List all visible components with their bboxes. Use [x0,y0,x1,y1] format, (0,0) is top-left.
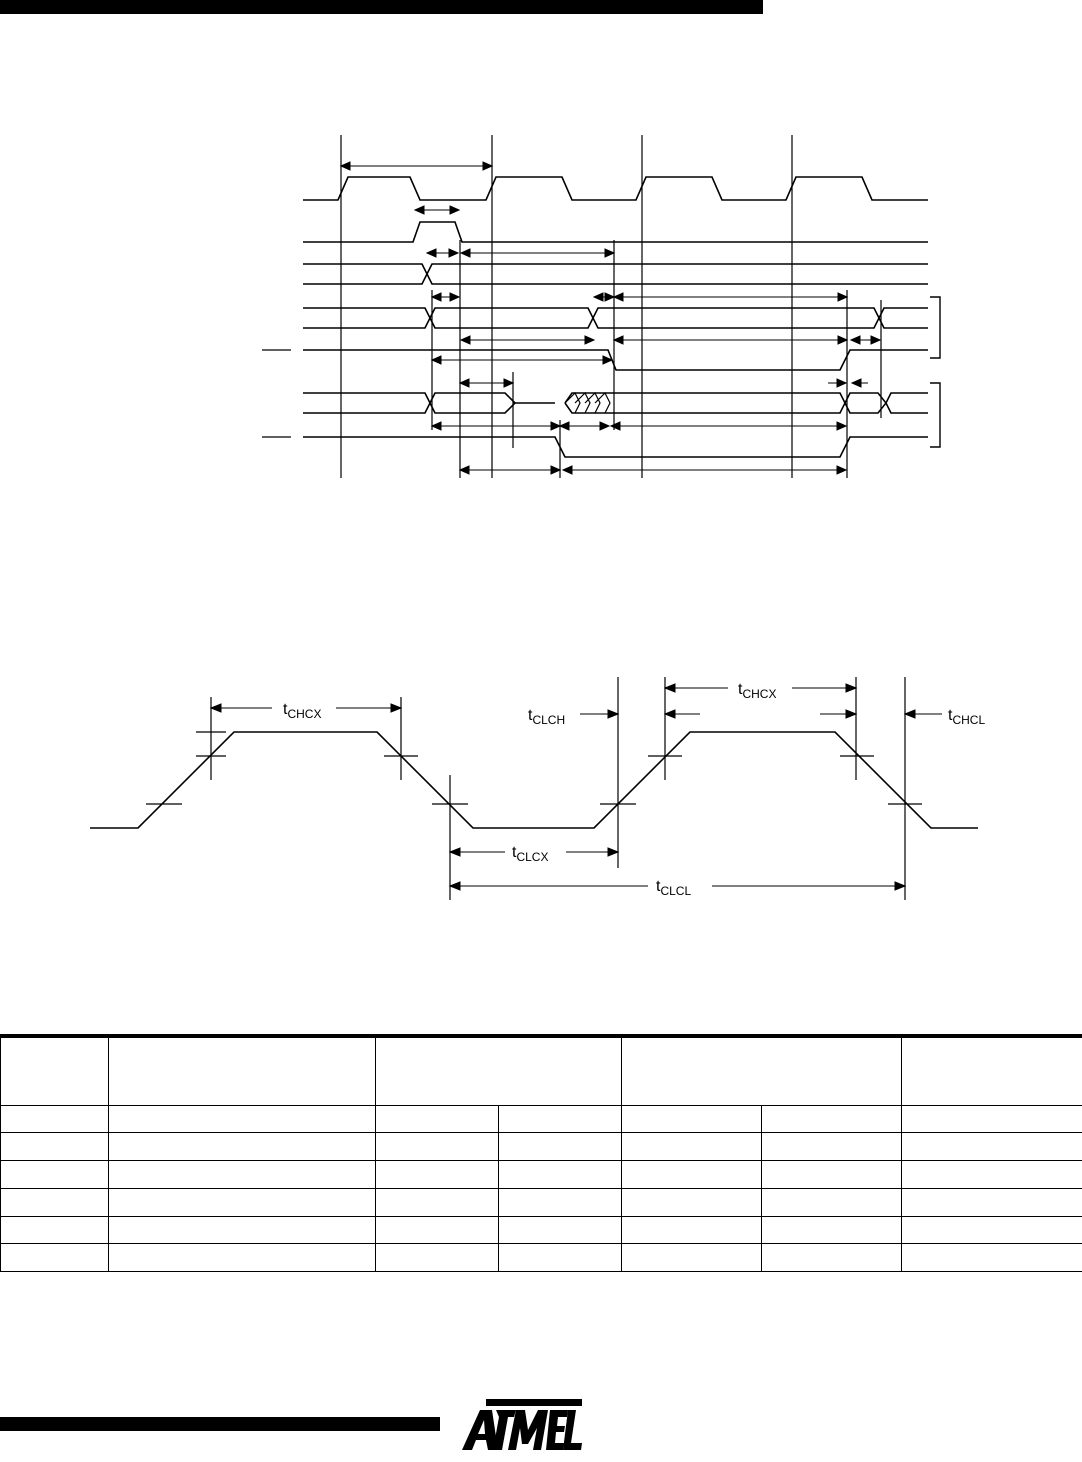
tclch-label: tCLCH [528,707,565,727]
tchcx-right-label: tCHCX [738,681,776,701]
table-cell [108,1187,376,1217]
table-cell [498,1243,622,1272]
table-cell [375,1033,622,1106]
table-cell [901,1187,1082,1217]
table-cell [621,1243,762,1272]
table-row [0,1104,1082,1134]
table-cell [901,1104,1082,1134]
table-cell [375,1160,499,1189]
table-cell [498,1187,622,1217]
table-cell [498,1132,622,1162]
table-cell [108,1243,376,1272]
table-cell [108,1104,376,1134]
table-cell [0,1215,109,1245]
header-bar [0,0,763,14]
table-cell [761,1215,902,1245]
table-cell [375,1104,499,1134]
table-row [0,1132,1082,1162]
tclcl-label: tCLCL [656,878,691,898]
table-cell [621,1187,762,1217]
table-cell [761,1187,902,1217]
table-cell [498,1215,622,1245]
table-cell [901,1033,1082,1106]
table-cell [108,1132,376,1162]
table-cell [108,1215,376,1245]
clock-drive-waveform: tCHCX tCLCH tCHCX tCHCL tCLCX tCLCL [90,677,985,900]
table-cell [901,1215,1082,1245]
tclcx-label: tCLCX [512,844,548,864]
table-cell [375,1187,499,1217]
table-cell [761,1132,902,1162]
table-cell [0,1243,109,1272]
table-cell [108,1160,376,1189]
table-cell [761,1160,902,1189]
footer-bar [0,1417,440,1431]
parameter-table [0,1033,1082,1272]
table-cell [375,1215,499,1245]
table-cell [761,1243,902,1272]
external-memory-timing-diagram [262,135,941,478]
table-cell [375,1243,499,1272]
table-cell [375,1132,499,1162]
table-cell [901,1243,1082,1272]
table-cell [0,1132,109,1162]
table-row [0,1215,1082,1245]
table-cell [901,1132,1082,1162]
table-cell [0,1104,109,1134]
table-cell [0,1187,109,1217]
table-row [0,1160,1082,1189]
table-cell [498,1160,622,1189]
table-row [0,1187,1082,1217]
table-cell [621,1132,762,1162]
atmel-logo [462,1399,582,1450]
table-cell [761,1104,902,1134]
tchcx-left-label: tCHCX [283,701,321,721]
table-header-row [0,1033,1082,1106]
table-cell [498,1104,622,1134]
table-cell [0,1033,109,1106]
table-row [0,1243,1082,1272]
table-cell [621,1104,762,1134]
table-cell [0,1160,109,1189]
table-cell [901,1160,1082,1189]
table-cell [108,1033,376,1106]
table-cell [621,1033,902,1106]
table-cell [621,1160,762,1189]
tchcl-label: tCHCL [948,707,985,727]
table-cell [621,1215,762,1245]
